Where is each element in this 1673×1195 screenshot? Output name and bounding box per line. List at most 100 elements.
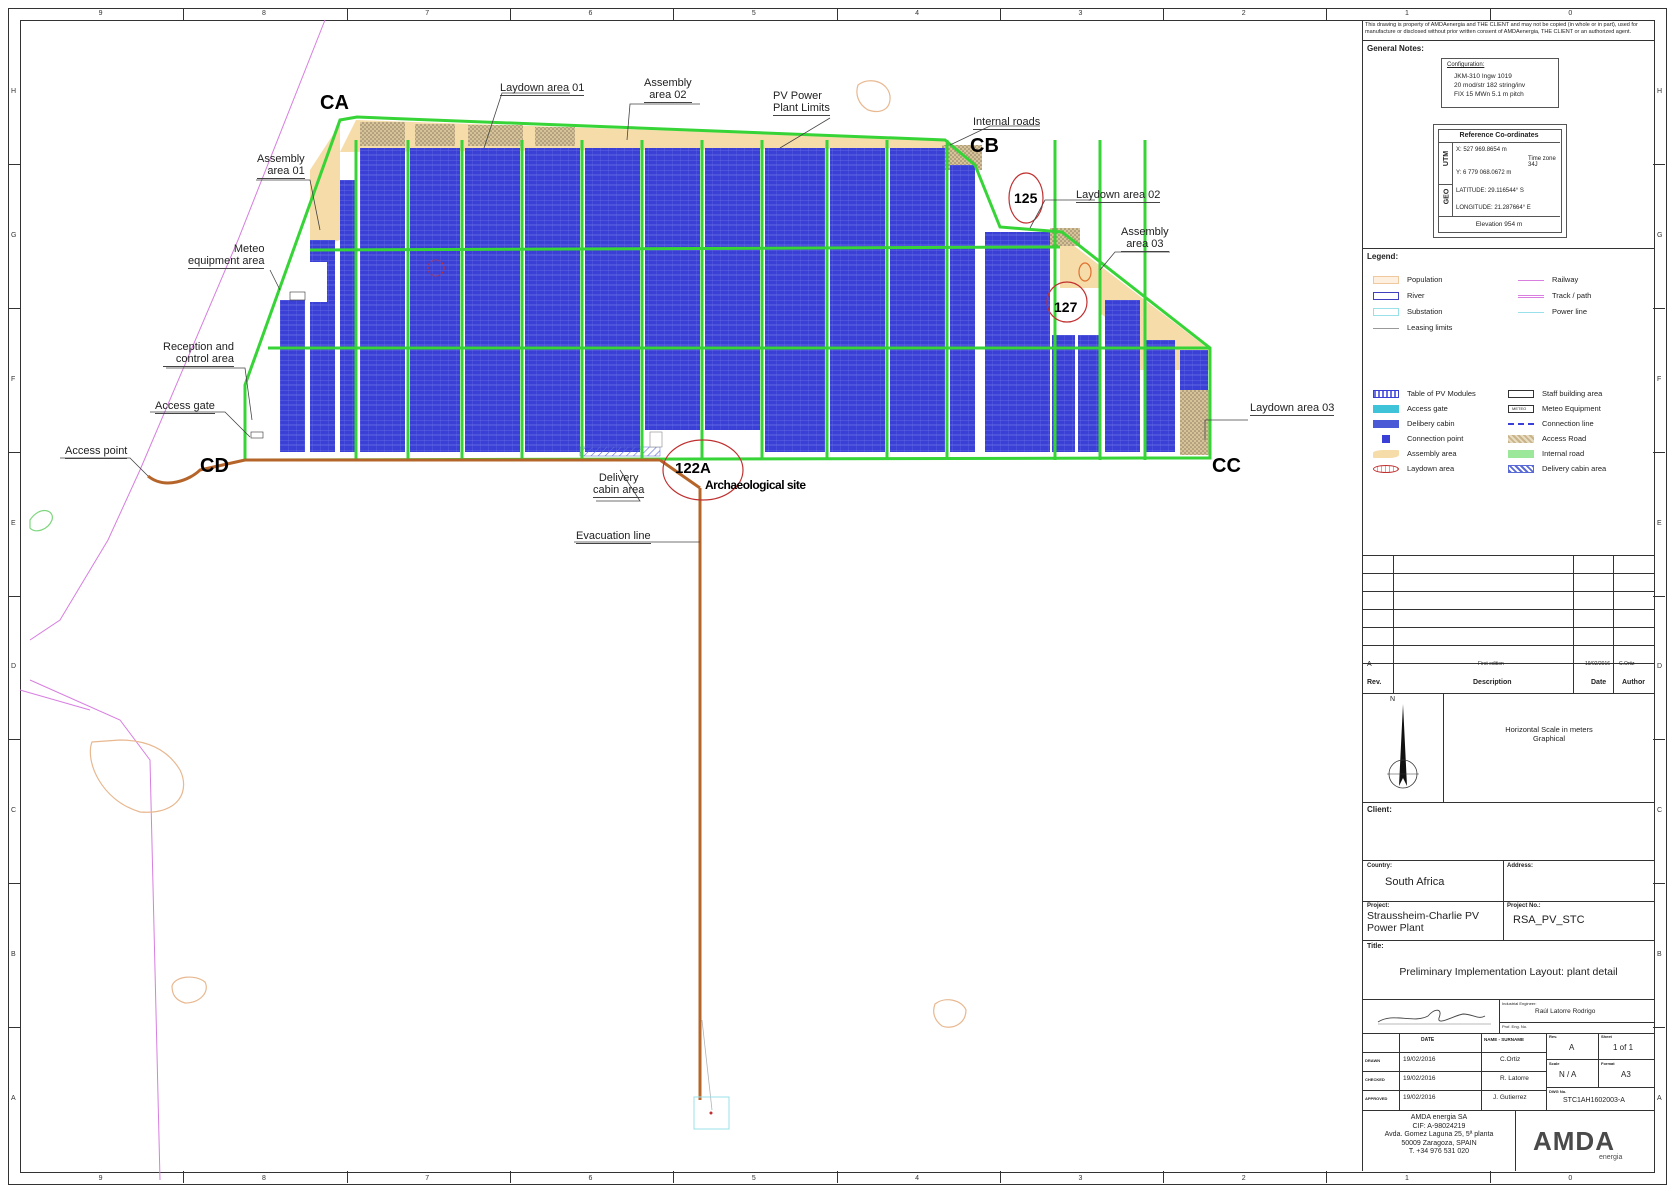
rev-grid-line [1363, 663, 1654, 664]
label-laydown-03: Laydown area 03 [1250, 402, 1335, 416]
column-marker-bottom: 1 [1405, 1175, 1409, 1182]
label-access-point: Access point [65, 445, 128, 459]
rev-value: A [1569, 1043, 1575, 1052]
frame-tick [999, 8, 1001, 20]
pv-table [890, 148, 945, 452]
column-marker-top: 9 [98, 10, 103, 17]
prof-no-header: Prof. Eng. No. [1502, 1024, 1528, 1029]
signature [1377, 1009, 1491, 1025]
rev-grid-line [1363, 555, 1654, 556]
meteo-clearing [305, 262, 327, 302]
label-laydown-01: Laydown area 01 [500, 82, 585, 96]
client-label: Client: [1367, 805, 1392, 814]
drawn-label: DRAWN [1365, 1058, 1381, 1063]
project-no: RSA_PV_STC [1513, 914, 1585, 926]
drawn-name: C.Ortiz [1500, 1056, 1521, 1063]
label-laydown-02: Laydown area 02 [1076, 189, 1161, 203]
access-roads [147, 458, 702, 1100]
rev-grid-line [1573, 555, 1574, 693]
drawing-frame [8, 8, 1667, 1185]
legend-a-2-swatch [1373, 308, 1399, 316]
frame-tick [183, 8, 185, 20]
pv-table [1180, 350, 1208, 390]
leasing-limits [701, 1019, 713, 1111]
frame-tick [346, 1171, 348, 1183]
format-value: A3 [1621, 1070, 1631, 1079]
row-marker-right: G [1657, 231, 1663, 239]
config-line: 20 mod/str 182 string/inv [1454, 82, 1526, 89]
column-marker-bottom: 3 [1078, 1175, 1083, 1182]
column-marker-top: 0 [1568, 10, 1573, 17]
connection-point [649, 431, 663, 448]
corner-cd: CD [200, 455, 229, 477]
railway-lines [19, 19, 326, 1181]
legend-d-5-swatch [1508, 465, 1534, 473]
approvals-grid-line [1546, 1087, 1654, 1088]
frame-tick [1653, 163, 1665, 165]
rev-date: 19/02/2016 [1585, 661, 1611, 667]
column-marker-top: 8 [261, 10, 266, 17]
rev-a: A [1367, 661, 1372, 668]
frame-tick [8, 451, 20, 453]
country: South Africa [1385, 876, 1445, 888]
pv-table [1145, 340, 1175, 452]
approvals-grid-line [1363, 1090, 1546, 1091]
delivery-cabin-area [579, 446, 661, 457]
approved-date: 19/02/2016 [1403, 1094, 1436, 1101]
column-marker-top: 3 [1078, 10, 1083, 17]
date-col-header: DATE [1421, 1037, 1435, 1043]
legend-a-1-swatch [1373, 292, 1399, 300]
legend-d-2-swatch [1508, 423, 1534, 425]
frame-tick [673, 1171, 675, 1183]
legend-c-4-swatch [1373, 450, 1399, 458]
general-notes: General Notes: [1367, 44, 1424, 53]
format-header: Format [1601, 1061, 1615, 1066]
row-marker-left: A [11, 1095, 16, 1103]
legend-d-3-label: Access Road [1542, 434, 1587, 443]
legend-c-5-swatch [1373, 465, 1399, 473]
legend-b-1-swatch [1518, 295, 1544, 298]
sheet-header: Sheet [1601, 1034, 1612, 1039]
checked-label: CHECKED [1365, 1077, 1385, 1082]
dwg-header: DWG No. [1549, 1089, 1567, 1094]
legend-c-3-label: Connection point [1407, 434, 1464, 443]
column-marker-bottom: 6 [588, 1175, 593, 1182]
country-header: Country: [1367, 863, 1392, 869]
frame-tick [183, 1171, 185, 1183]
legend-d-4-label: Internal road [1542, 449, 1585, 458]
frame-tick [1163, 8, 1165, 20]
column-marker-top: 6 [588, 10, 593, 17]
row-marker-right: E [1657, 519, 1662, 527]
frame-tick [673, 8, 675, 20]
approvals-grid-line [1598, 1033, 1599, 1087]
frame-tick [509, 8, 511, 20]
column-marker-top: 7 [425, 10, 430, 17]
pv-table [985, 232, 1050, 452]
legend-a-0-label: Population [1407, 275, 1443, 284]
geo-label: GEO [1443, 188, 1451, 205]
pv-table [645, 148, 700, 430]
legend-a-3-label: Leasing limits [1407, 323, 1453, 332]
legend-d-0-label: Staff building area [1542, 389, 1603, 398]
column-marker-top: 5 [751, 10, 756, 17]
label-internal-roads: Internal roads [973, 116, 1041, 130]
frame-tick [1653, 307, 1665, 309]
corner-ca: CA [320, 92, 349, 114]
label-pv-limits: PV Power Plant Limits [773, 90, 830, 116]
pv-table [585, 148, 640, 452]
frame-tick [1163, 1171, 1165, 1183]
label-assembly-02: Assembly area 02 [644, 77, 692, 103]
desc-header: Description [1473, 679, 1512, 686]
frame-tick [1489, 1171, 1491, 1183]
meteo-legend-box: METEO [1512, 406, 1527, 411]
frame-tick [999, 1171, 1001, 1183]
frame-tick [1653, 451, 1665, 453]
engineer-header: Industrial Engineer: [1502, 1001, 1537, 1006]
disclaimer: This drawing is property of AMDAenergia … [1365, 22, 1638, 35]
column-marker-top: 4 [915, 10, 920, 17]
config-line: JKM-310 Ingw 1019 [1454, 73, 1512, 80]
site-122a: 122A [675, 460, 711, 477]
scale-value: N / A [1559, 1070, 1577, 1079]
pv-table [340, 180, 356, 452]
rev-small-header: Rev. [1549, 1034, 1558, 1039]
